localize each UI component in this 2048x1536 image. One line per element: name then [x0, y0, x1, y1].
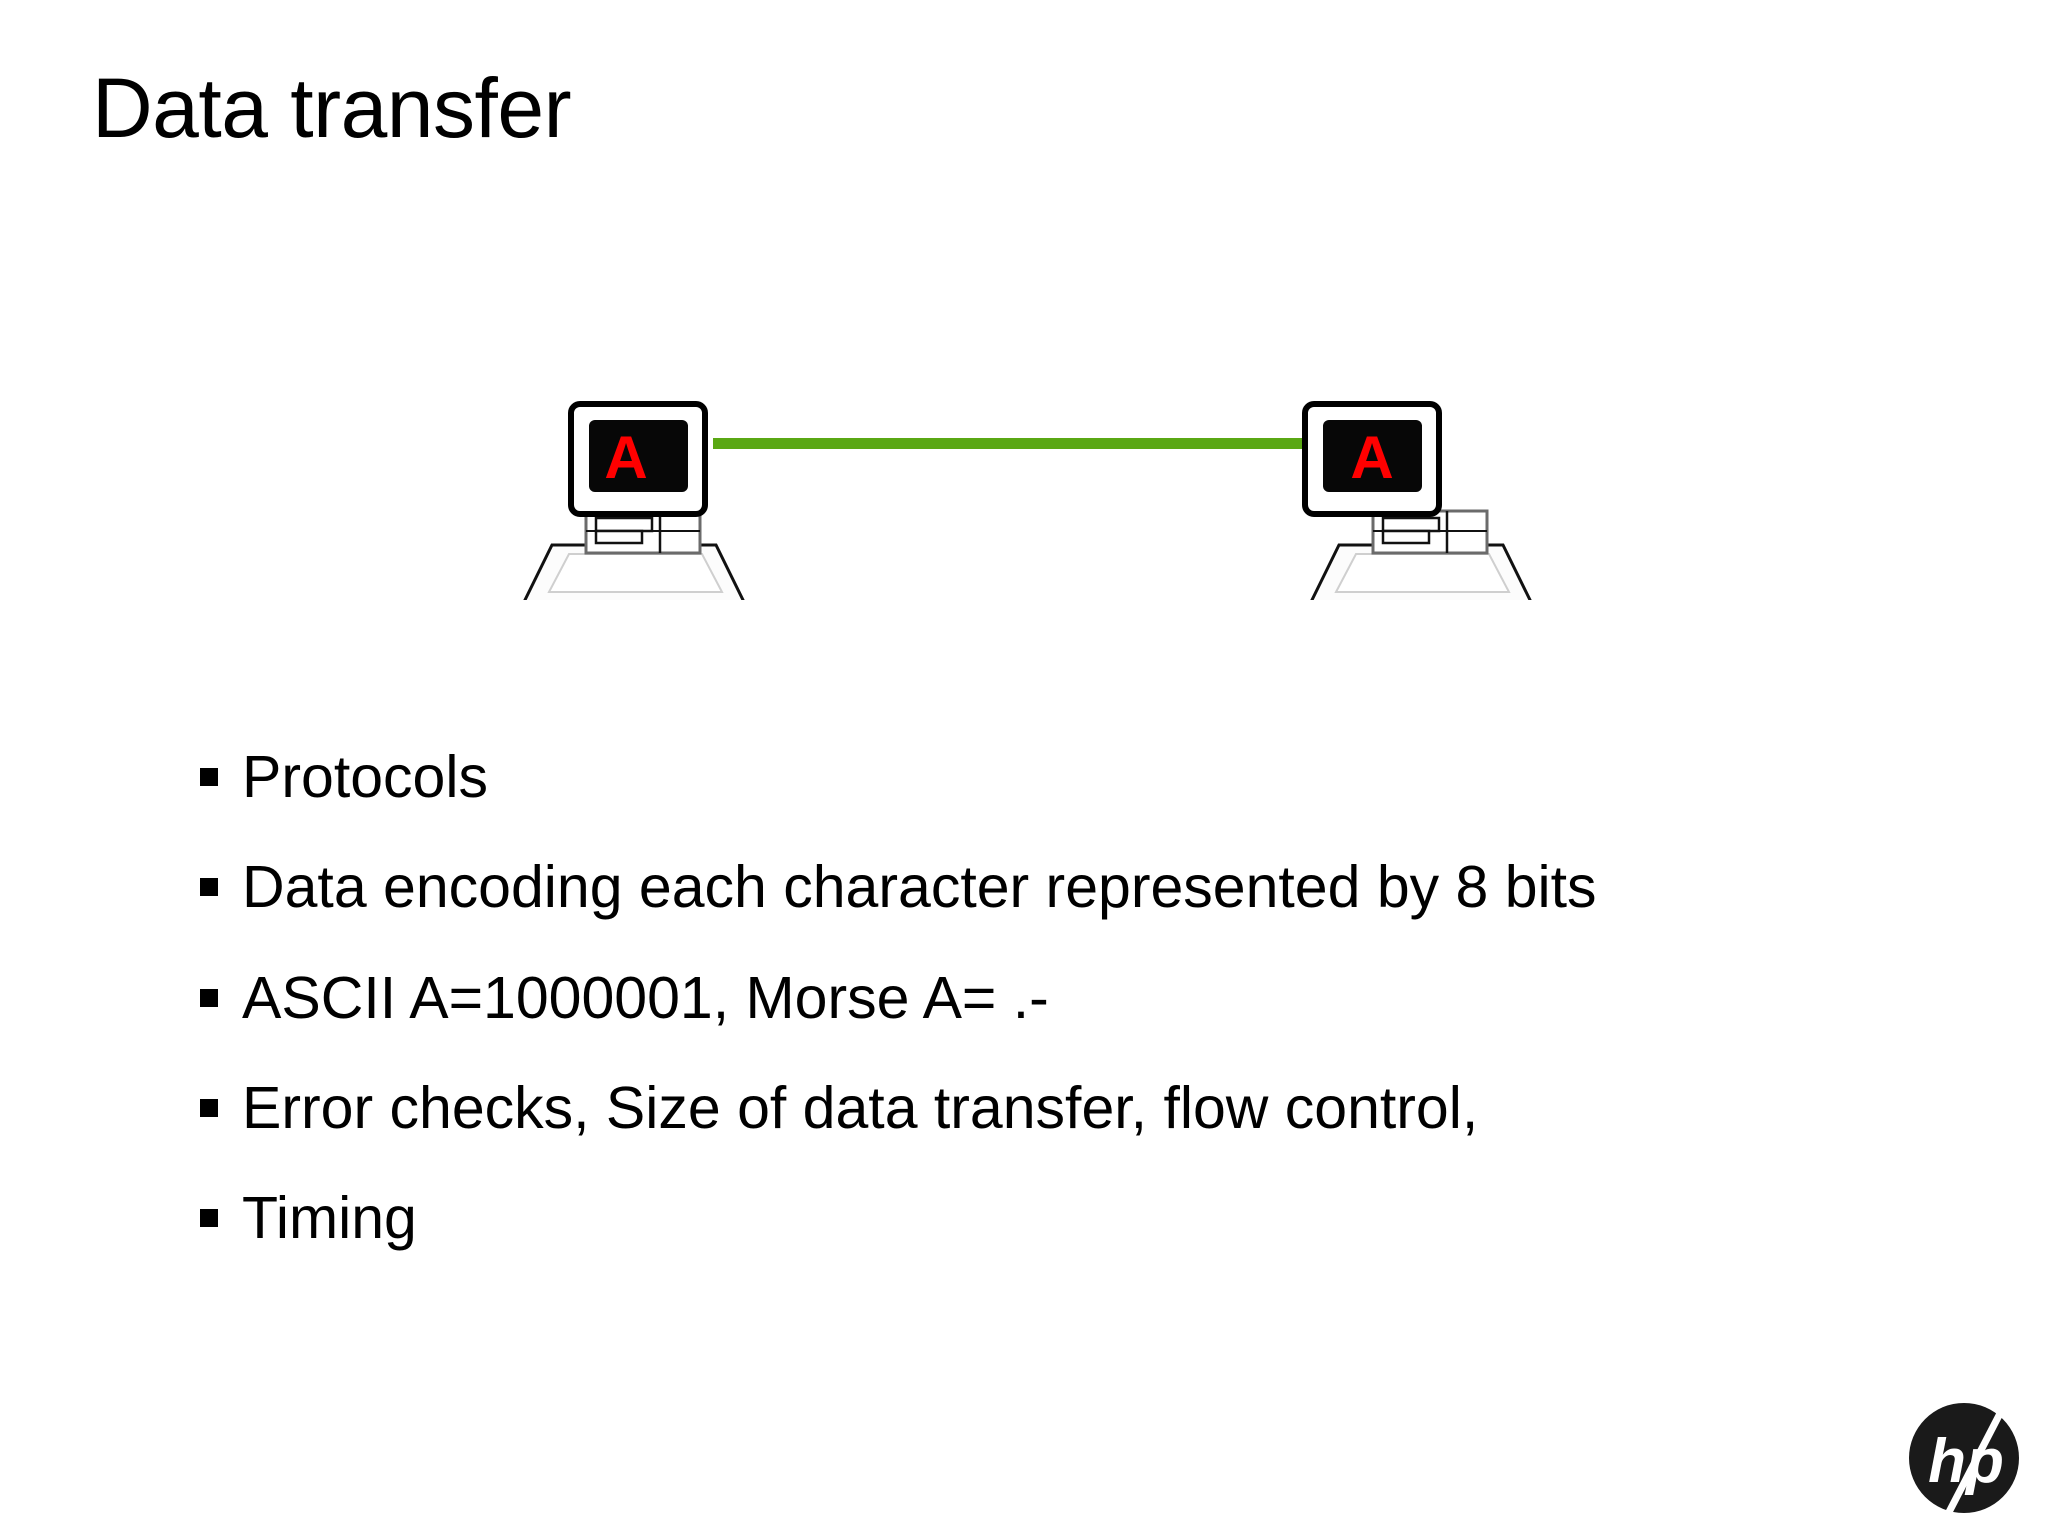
- right-computer-screen-character: A: [1350, 424, 1393, 491]
- right-computer-keyboard-inner: [1334, 553, 1511, 593]
- list-item-label: ASCII A=1000001, Morse A= .-: [242, 964, 1049, 1031]
- right-computer-drive-slot: [1381, 516, 1441, 533]
- network-link-line: [713, 438, 1308, 449]
- list-item-label: Timing: [242, 1185, 417, 1252]
- page-title: Data transfer: [92, 61, 572, 155]
- left-computer-screen-character: A: [604, 424, 647, 491]
- hp-logo-wordmark: hp: [1928, 1427, 2004, 1496]
- square-bullet-icon: [200, 768, 218, 786]
- left-computer-screen: [589, 420, 688, 492]
- square-bullet-icon: [200, 988, 218, 1007]
- list-item-label: Data encoding each character represented…: [242, 854, 1597, 921]
- square-bullet-icon: [200, 1098, 218, 1117]
- list-item: Data encoding each character represented…: [200, 850, 1760, 924]
- left-computer-drive-slot-2: [594, 529, 644, 545]
- bullet-list: Protocols Data encoding each character r…: [200, 740, 1760, 1292]
- list-item: ASCII A=1000001, Morse A= .-: [200, 961, 1760, 1035]
- hp-logo: hp: [1908, 1398, 2020, 1514]
- hp-logo-slash: [1944, 1398, 2012, 1514]
- right-computer-screen: [1323, 420, 1422, 492]
- list-item: Error checks, Size of data transfer, flo…: [200, 1071, 1760, 1145]
- list-item-label: Protocols: [242, 744, 488, 810]
- left-computer-drive-slot: [594, 516, 654, 533]
- square-bullet-icon: [200, 878, 218, 897]
- data-transfer-diagram: A A: [0, 380, 2048, 604]
- list-item: Timing: [200, 1181, 1760, 1255]
- left-computer-keyboard-inner: [547, 553, 724, 593]
- diagram-svg: A A: [521, 401, 1534, 604]
- square-bullet-icon: [200, 1209, 218, 1228]
- right-computer-drive-slot-2: [1381, 529, 1431, 545]
- left-computer: A: [521, 401, 747, 604]
- hp-logo-svg: hp: [1909, 1398, 2019, 1514]
- list-item: Protocols: [200, 740, 1760, 814]
- right-computer: A: [1302, 401, 1534, 604]
- list-item-label: Error checks, Size of data transfer, flo…: [242, 1074, 1479, 1141]
